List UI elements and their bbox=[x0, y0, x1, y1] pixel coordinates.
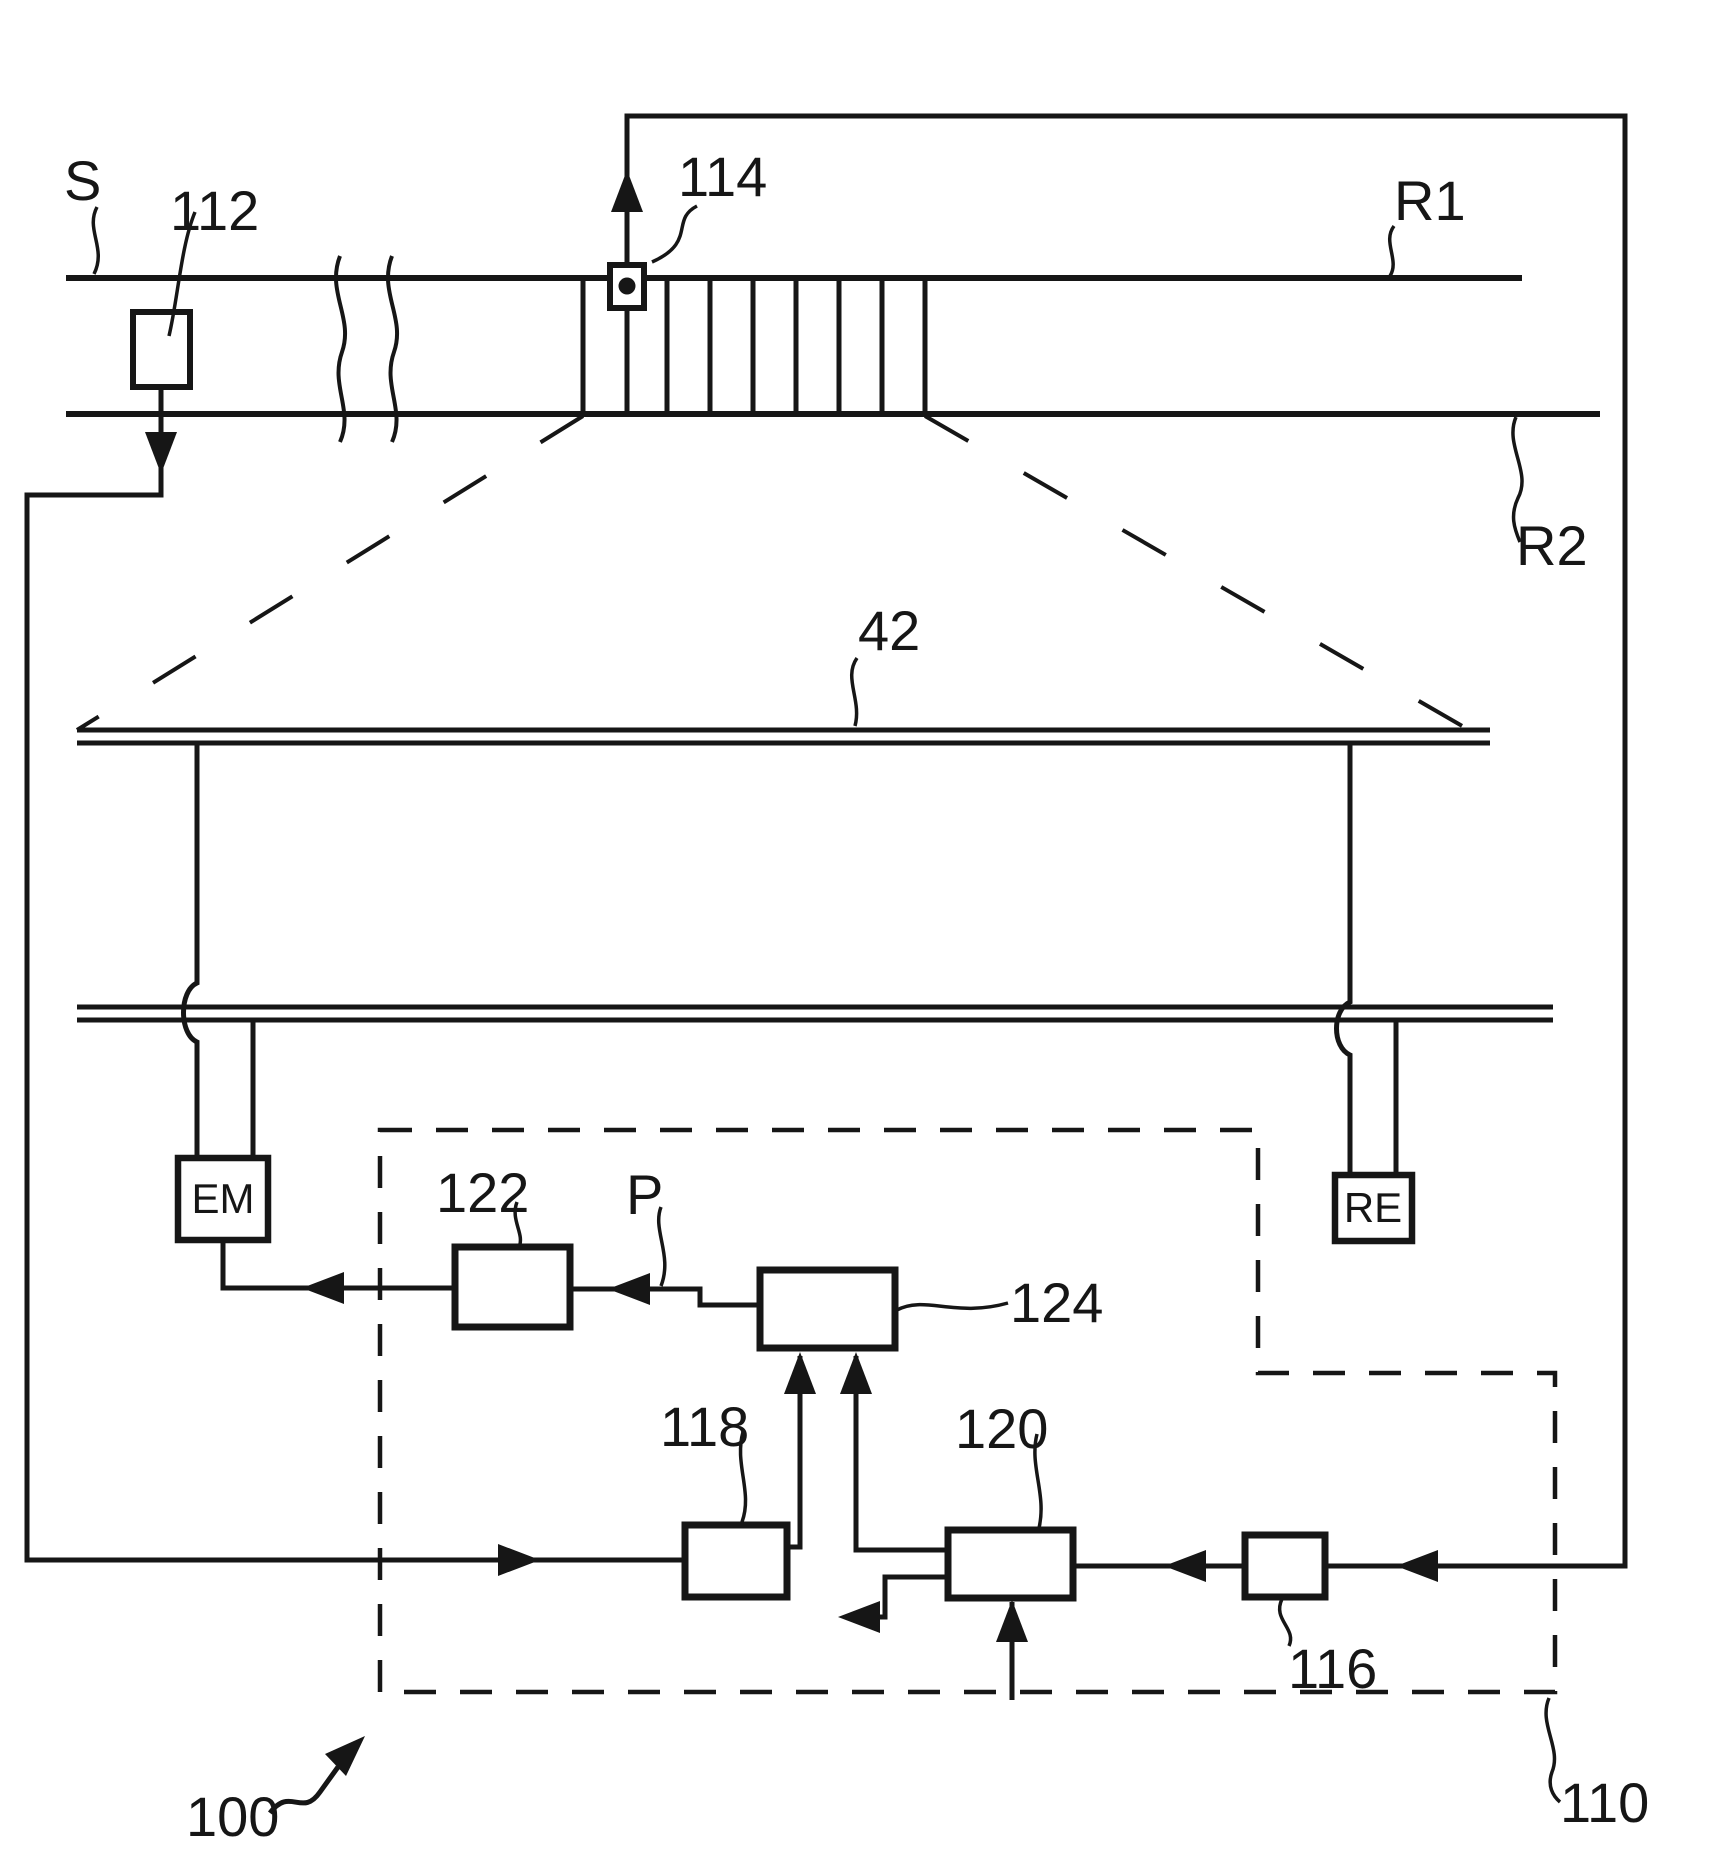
antenna-line-42 bbox=[77, 727, 1490, 746]
label-block-122: 122 bbox=[436, 1161, 529, 1224]
leader-r2 bbox=[1511, 416, 1524, 543]
block-120 bbox=[944, 1526, 1077, 1602]
leader-114 bbox=[651, 204, 698, 264]
leader-124 bbox=[896, 1301, 1009, 1312]
re-label: RE bbox=[1344, 1184, 1402, 1231]
label-block-124: 124 bbox=[1010, 1271, 1103, 1334]
arrow-up-right-icon bbox=[325, 1736, 365, 1776]
leader-42 bbox=[850, 656, 859, 727]
label-rail-r2: R2 bbox=[1516, 514, 1588, 577]
leader-112 bbox=[167, 211, 197, 337]
label-unit-110: 110 bbox=[1560, 1771, 1649, 1834]
emitter-em-box bbox=[174, 1154, 272, 1244]
reference-arrow-100-shaft bbox=[267, 1765, 341, 1815]
arrow-left-icon bbox=[302, 1272, 344, 1304]
leader-122 bbox=[513, 1201, 523, 1248]
leader-116 bbox=[1278, 1598, 1293, 1647]
leader-110 bbox=[1544, 1697, 1562, 1804]
label-sensor-112: 112 bbox=[170, 179, 259, 242]
wire-sensor-112-to-118 bbox=[24, 387, 685, 1563]
arrow-up-icon bbox=[996, 1600, 1028, 1642]
label-detector-114: 114 bbox=[678, 145, 767, 208]
arrow-left-icon bbox=[608, 1273, 650, 1305]
lower-conductor-line bbox=[77, 1004, 1553, 1023]
arrow-left-icon bbox=[1164, 1550, 1206, 1582]
block-118 bbox=[681, 1521, 791, 1601]
arrow-up-icon bbox=[611, 170, 643, 212]
arrow-left-icon bbox=[1396, 1550, 1438, 1582]
leader-p bbox=[656, 1206, 667, 1287]
label-block-118: 118 bbox=[660, 1395, 749, 1458]
arrow-right-icon bbox=[498, 1544, 540, 1576]
sensor-112-box bbox=[130, 309, 193, 390]
arrow-up-icon bbox=[784, 1352, 816, 1394]
block-116 bbox=[1241, 1531, 1329, 1601]
wire-detector-114-to-116 bbox=[624, 113, 1628, 1569]
wire-124-to-122 bbox=[570, 1286, 760, 1308]
rail-break-icon bbox=[386, 255, 400, 443]
receiver-re-box bbox=[1331, 1171, 1416, 1245]
label-track-section-s: S bbox=[64, 149, 101, 212]
leader-118 bbox=[738, 1431, 748, 1523]
label-signal-p: P bbox=[626, 1163, 663, 1226]
wire-42-to-em bbox=[181, 743, 200, 1158]
arrow-left-icon bbox=[838, 1601, 880, 1633]
hatched-track-section bbox=[580, 281, 928, 411]
arrow-down-icon bbox=[145, 432, 177, 474]
control-unit-110-dashed-boundary bbox=[377, 1127, 1558, 1695]
leader-r1 bbox=[1388, 224, 1396, 277]
label-block-120: 120 bbox=[955, 1397, 1048, 1460]
label-rail-r1: R1 bbox=[1394, 169, 1466, 232]
dashed-diagonal-right bbox=[924, 414, 1491, 744]
wire-118-to-124 bbox=[787, 1356, 803, 1550]
em-label: EM bbox=[192, 1175, 255, 1222]
wheel-detector-114-dot-icon bbox=[618, 277, 636, 295]
label-system-100: 100 bbox=[186, 1785, 279, 1848]
leader-s bbox=[91, 206, 100, 275]
dashed-diagonal-left bbox=[75, 414, 585, 732]
label-antenna-42: 42 bbox=[858, 599, 920, 662]
wire-42-to-re bbox=[1334, 743, 1353, 1175]
wire-120-to-124 bbox=[853, 1356, 948, 1553]
rail-break-icon bbox=[334, 255, 348, 443]
block-124 bbox=[756, 1266, 899, 1352]
arrow-up-icon bbox=[840, 1352, 872, 1394]
wire-122-to-em bbox=[220, 1240, 455, 1291]
leader-120 bbox=[1033, 1433, 1043, 1529]
label-block-116: 116 bbox=[1288, 1637, 1377, 1700]
block-122 bbox=[451, 1243, 574, 1331]
